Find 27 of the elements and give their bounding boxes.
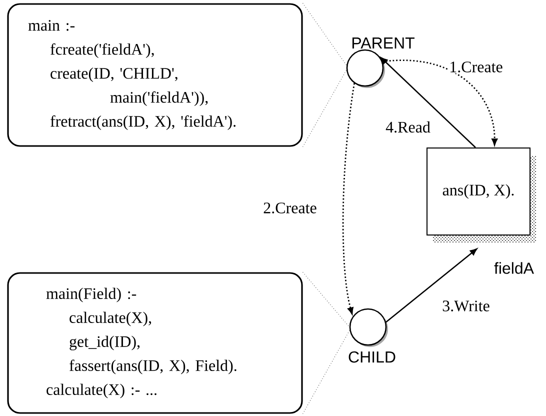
code-line: main(Field) :- (46, 288, 136, 302)
callout-line (302, 2, 347, 66)
code-box (7, 272, 303, 414)
code-box (7, 3, 303, 147)
code-line: get_id(ID), (70, 336, 140, 350)
edge-label: 1.Create (448, 60, 504, 74)
code-line: calculate(X), (70, 312, 152, 326)
process-label: PARENT (352, 38, 414, 48)
arrow (380, 57, 476, 148)
code-line: main :- (28, 20, 75, 31)
arrow (386, 248, 478, 323)
code-line: calculate(X) :- ... (46, 384, 156, 398)
edge-label: 4.Read (384, 120, 432, 134)
code-line: fretract(ans(ID, X), 'fieldA'). (50, 115, 236, 130)
code-line: fcreate('fieldA'), (50, 43, 154, 58)
field-content: ans(ID, X). (442, 184, 514, 199)
process-label: CHILD (348, 351, 396, 363)
edge-label: 3.Write (441, 300, 491, 312)
code-line: create(ID, 'CHILD', (50, 68, 178, 82)
callout-line (302, 272, 350, 328)
callout-line (302, 330, 350, 414)
code-line: main('fieldA')), (110, 91, 208, 106)
arrow (342, 83, 355, 314)
code-line: fassert(ans(ID, X), Field). (70, 360, 236, 374)
field-label: fieldA (494, 262, 534, 274)
callout-line (302, 70, 347, 148)
edge-label: 2.Create (262, 202, 318, 214)
